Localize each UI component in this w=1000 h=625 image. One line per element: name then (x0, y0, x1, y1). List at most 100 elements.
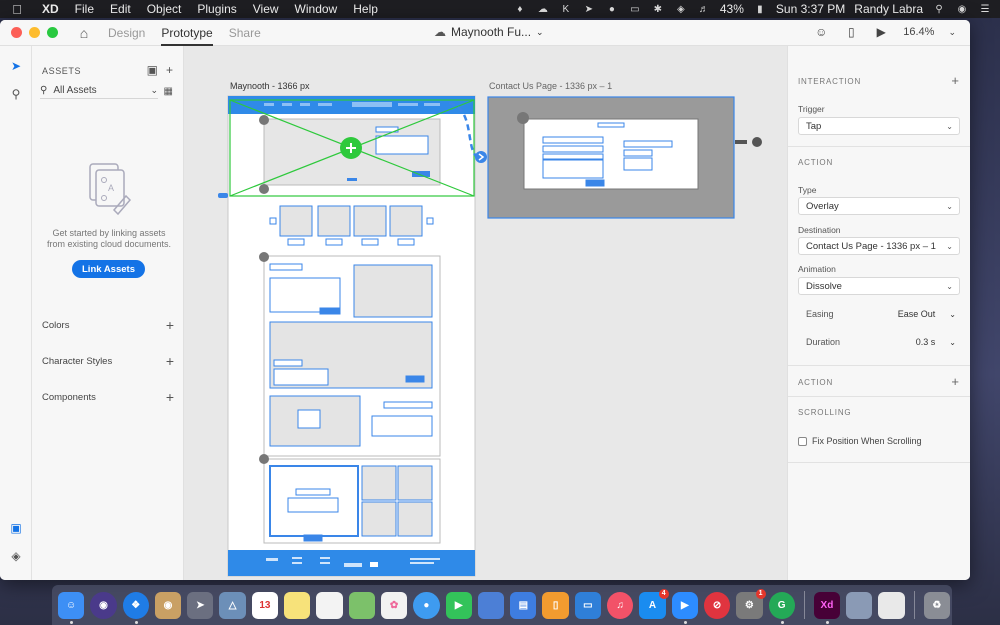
zoom-app-icon[interactable]: ▶ (671, 591, 698, 624)
dropbox-icon[interactable]: ♦ (517, 3, 523, 15)
music-icon[interactable]: ♫ (607, 591, 634, 619)
fix-position-checkbox[interactable]: Fix Position When Scrolling (798, 436, 922, 446)
battery-percent[interactable]: 43% (719, 2, 744, 16)
artboard-main[interactable] (218, 95, 487, 577)
wire-endpoint-icon[interactable] (752, 137, 762, 147)
assets-panel-icon[interactable]: ▣ (10, 521, 22, 535)
image-capture-icon[interactable] (846, 591, 873, 619)
scroll-handle-icon[interactable] (218, 193, 228, 198)
menu-help[interactable]: Help (353, 2, 378, 16)
menu-window[interactable]: Window (294, 2, 338, 16)
plugins-panel-icon[interactable]: ▩ (8, 576, 24, 580)
finder-icon[interactable]: ☺ (58, 591, 85, 624)
add-action-plus-icon[interactable]: + (951, 374, 959, 389)
tab-prototype[interactable]: Prototype (161, 25, 213, 40)
bluetooth-icon[interactable]: ✱ (653, 3, 663, 15)
menu-edit[interactable]: Edit (110, 2, 131, 16)
content-section[interactable] (263, 255, 441, 457)
preview-icon[interactable] (477, 591, 505, 619)
news-icon[interactable]: ⊘ (703, 591, 731, 619)
zoom-level[interactable]: 16.4% (903, 26, 935, 38)
battery-icon[interactable]: ▮ (757, 3, 763, 15)
artboard-title-contact[interactable]: Contact Us Page - 1336 px – 1 (489, 81, 613, 91)
apple-menu-icon[interactable]:  (0, 2, 34, 17)
calendar-icon[interactable]: 13 (251, 591, 279, 619)
contacts-icon[interactable]: ◉ (154, 591, 182, 619)
tab-design[interactable]: Design (108, 25, 146, 40)
animation-dropdown[interactable]: Dissolve ⌄ (798, 277, 960, 295)
duration-row[interactable]: Duration 0.3 s ⌄ (806, 337, 956, 347)
gallery-section[interactable] (263, 458, 441, 544)
siri-app-icon[interactable]: ◉ (90, 591, 117, 619)
easing-row[interactable]: Easing Ease Out ⌄ (806, 309, 956, 319)
home-icon[interactable]: ⌂ (79, 24, 89, 41)
airplay-icon[interactable]: ▭ (630, 3, 640, 15)
facetime-icon[interactable]: ▶ (445, 591, 472, 619)
minimize-window-button[interactable] (29, 27, 40, 38)
add-character-style-icon[interactable]: + (165, 353, 174, 369)
tab-share[interactable]: Share (228, 25, 261, 40)
menu-plugins[interactable]: Plugins (197, 2, 237, 16)
volume-icon[interactable]: ♬ (698, 3, 709, 15)
assets-filter-dropdown[interactable]: ⚲ All Assets ⌄ (40, 83, 158, 99)
spotlight-search-icon[interactable]: ⚲ (935, 3, 943, 15)
books-icon[interactable]: ▯ (542, 591, 569, 619)
wifi-icon[interactable]: ◈ (677, 3, 685, 15)
numbers-icon[interactable]: ▤ (510, 591, 537, 619)
layers-panel-icon[interactable]: ◈ (11, 549, 21, 563)
preview-app-icon[interactable]: △ (219, 591, 246, 619)
creative-cloud-icon[interactable]: ☁ (537, 3, 548, 15)
add-interaction-icon[interactable] (340, 137, 362, 159)
document-title[interactable]: ☁ Maynooth Fu... ⌄ (434, 25, 544, 39)
menu-app-name[interactable]: XD (42, 2, 59, 16)
grammarly-icon[interactable]: ● (608, 3, 615, 15)
link-assets-button[interactable]: Link Assets (72, 260, 145, 278)
lock-icon[interactable] (517, 112, 529, 124)
menu-file[interactable]: File (74, 2, 95, 16)
messages-icon[interactable]: ● (413, 591, 440, 619)
photos-icon[interactable]: ✿ (380, 591, 408, 619)
keynote-icon[interactable]: ▭ (574, 591, 602, 619)
grammarly-app-icon[interactable]: G (768, 591, 795, 624)
k-app-icon[interactable]: K (562, 3, 570, 15)
colors-section[interactable]: Colors + (42, 317, 174, 333)
canvas[interactable]: Maynooth - 1366 px Contact Us Page - 133… (184, 46, 787, 580)
select-tool-icon[interactable]: ➤ (10, 59, 22, 73)
type-dropdown[interactable]: Overlay ⌄ (798, 197, 960, 215)
checkbox-icon[interactable] (798, 436, 807, 446)
play-preview-icon[interactable]: ▶ (876, 25, 886, 39)
user-name[interactable]: Randy Labra (854, 2, 923, 16)
close-window-button[interactable] (11, 27, 22, 38)
location-arrow-icon[interactable]: ➤ (584, 3, 594, 15)
destination-dropdown[interactable]: Contact Us Page - 1336 px – 1 ⌄ (798, 237, 960, 255)
connection-wire[interactable] (448, 101, 478, 157)
adobe-xd-icon[interactable]: Xd (813, 591, 841, 624)
open-library-icon[interactable]: ▣ (146, 63, 158, 77)
menu-object[interactable]: Object (146, 2, 182, 16)
siri-icon[interactable]: ◉ (957, 3, 967, 15)
components-section[interactable]: Components + (42, 389, 174, 405)
maps-icon[interactable] (348, 591, 375, 619)
add-component-icon[interactable]: + (165, 389, 174, 405)
notes-icon[interactable] (284, 591, 311, 619)
grid-view-icon[interactable]: ▦ (163, 86, 173, 97)
character-styles-section[interactable]: Character Styles + (42, 353, 174, 369)
thumbnail-row[interactable] (269, 205, 434, 246)
add-color-icon[interactable]: + (165, 317, 174, 333)
trigger-dropdown[interactable]: Tap ⌄ (798, 117, 960, 135)
clock[interactable]: Sun 3:37 PM (775, 2, 846, 16)
artboard-contact[interactable] (487, 96, 762, 219)
wire-arrow-icon[interactable] (475, 151, 487, 163)
zoom-window-button[interactable] (47, 27, 58, 38)
system-preferences-icon[interactable]: ⚙1 (736, 588, 766, 619)
trash-icon[interactable]: ♻ (923, 591, 950, 619)
safari-icon[interactable]: ❖ (122, 591, 149, 624)
zoom-chevron-icon[interactable]: ⌄ (948, 26, 956, 37)
reminders-icon[interactable] (316, 591, 343, 619)
share-user-icon[interactable]: ☺ (815, 25, 828, 39)
fixed-lock-icon[interactable] (259, 115, 269, 464)
zoom-tool-icon[interactable]: ⚲ (11, 87, 21, 101)
add-asset-icon[interactable]: + (165, 63, 173, 77)
artboard-title-main[interactable]: Maynooth - 1366 px (230, 81, 310, 91)
